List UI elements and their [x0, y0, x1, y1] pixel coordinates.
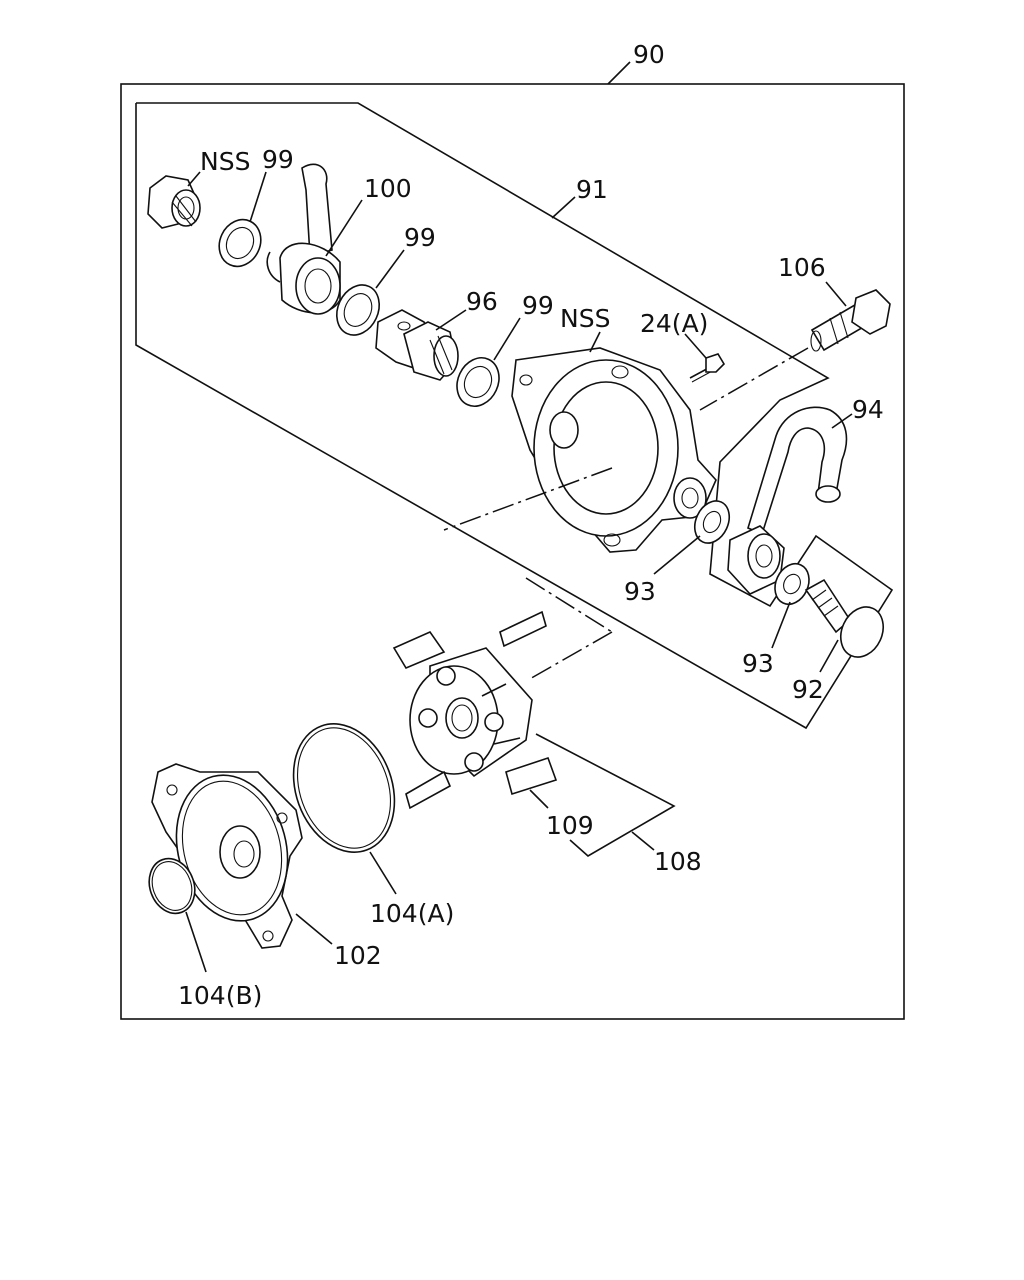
leader-93-lower — [771, 601, 791, 649]
leader-108 — [631, 831, 655, 851]
label-90: 90 — [633, 40, 665, 69]
washer-99-c-part — [456, 357, 500, 407]
washer-93-upper-part — [693, 500, 731, 544]
leader-109 — [529, 789, 549, 809]
housing-91-part — [511, 347, 717, 553]
leader-91 — [551, 196, 576, 219]
label-109: 109 — [546, 811, 594, 840]
leader-92 — [819, 639, 839, 673]
centerline-bolt — [699, 347, 809, 411]
label-100: 100 — [364, 174, 412, 203]
centerline-rotor-2 — [527, 631, 613, 681]
bolt-92-part — [804, 578, 884, 658]
fitting-96-part — [375, 309, 459, 381]
washer-93-lower-part — [774, 563, 810, 605]
label-99-c: 99 — [522, 291, 554, 320]
label-24a: 24(A) — [640, 309, 708, 338]
label-nss-housing: NSS — [560, 304, 610, 333]
centerline-housing — [443, 467, 613, 531]
label-99-a: 99 — [262, 145, 294, 174]
leader-nss-housing — [589, 331, 601, 353]
washer-99-a-part — [218, 218, 262, 268]
leader-99-b — [375, 249, 405, 289]
housing-group-outline — [135, 102, 894, 730]
leader-102 — [295, 913, 333, 945]
label-91: 91 — [576, 175, 608, 204]
label-nss-plug: NSS — [200, 147, 250, 176]
label-92: 92 — [792, 675, 824, 704]
washer-99-b-part — [336, 284, 380, 336]
assembly-frame — [120, 83, 905, 1020]
leader-90 — [607, 61, 631, 85]
connector-100-part — [266, 163, 341, 315]
pipe-94-part — [727, 406, 848, 595]
leader-93-upper — [653, 535, 701, 575]
leader-104a — [369, 851, 397, 895]
label-93-lower: 93 — [742, 649, 774, 678]
oring-104b-part — [148, 857, 196, 915]
screw-24a-part — [689, 353, 726, 383]
vane-109-parts — [392, 610, 558, 810]
label-94: 94 — [852, 395, 884, 424]
plug-nss-part — [147, 175, 201, 229]
label-93-upper: 93 — [624, 577, 656, 606]
label-96: 96 — [466, 287, 498, 316]
leader-nss-plug — [187, 171, 201, 187]
oring-104a-part — [292, 723, 396, 853]
leader-99-a — [249, 171, 267, 223]
bolt-106-part — [810, 289, 891, 352]
leader-104b — [185, 911, 207, 973]
label-102: 102 — [334, 941, 382, 970]
cover-102-part — [151, 763, 303, 949]
leader-94 — [831, 413, 853, 429]
bracket-108 — [535, 733, 676, 857]
label-104b: 104(B) — [178, 981, 262, 1010]
leader-106 — [825, 281, 847, 307]
label-99-b: 99 — [404, 223, 436, 252]
centerline-rotor — [525, 577, 613, 633]
leader-96 — [435, 309, 467, 331]
label-106: 106 — [778, 253, 826, 282]
label-104a: 104(A) — [370, 899, 454, 928]
rotor-108-part — [409, 647, 533, 778]
leader-24a — [684, 333, 707, 359]
label-108: 108 — [654, 847, 702, 876]
leader-100 — [325, 199, 363, 257]
leader-99-c — [493, 317, 521, 361]
